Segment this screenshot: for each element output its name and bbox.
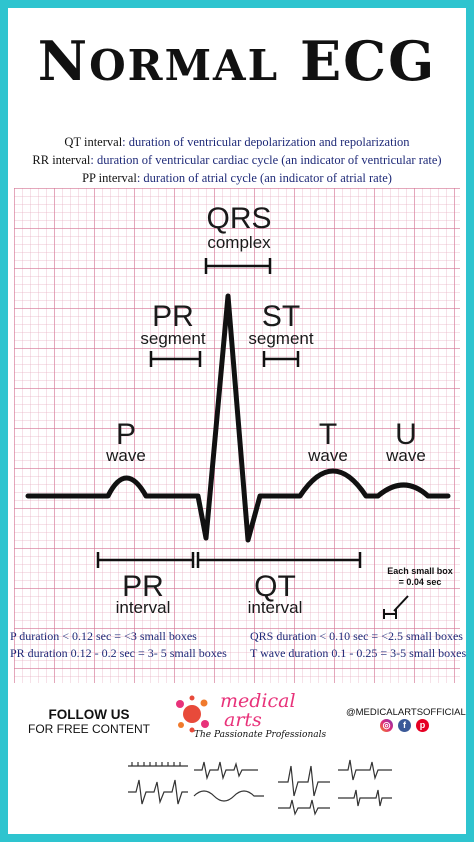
pr-segment-label: PR (152, 300, 194, 333)
brand-splash-icon (176, 695, 209, 733)
qrs-bracket (204, 258, 272, 274)
rhythm-strip-8 (338, 789, 392, 807)
footer: FOLLOW US FOR FREE CONTENT medical arts … (8, 690, 466, 834)
qt-interval-sub-label: interval (247, 598, 303, 617)
duration-p: P duration < 0.12 sec = <3 small boxes (10, 629, 197, 643)
t-wave-sub-label: wave (308, 446, 348, 465)
p-wave-sub-label: wave (106, 446, 146, 465)
ecg-grid-paper (14, 188, 460, 683)
small-box-note: Each small box = 0.04 sec (387, 566, 453, 587)
p-wave-label: P (115, 418, 136, 451)
duration-pr: PR duration 0.12 - 0.2 sec = 3- 5 small … (10, 646, 227, 660)
brand-logo-text: medical arts (220, 690, 296, 731)
definition-qt: QT interval: duration of ventricular dep… (64, 135, 410, 149)
pr-interval-sub-label: interval (115, 598, 171, 617)
social-handle[interactable]: @MEDICALARTSOFFICIAL (346, 707, 466, 718)
rhythm-strip-7 (338, 759, 392, 781)
st-segment-label: ST (261, 300, 301, 333)
st-segment-bracket (262, 351, 300, 367)
ecg-waveform (25, 293, 451, 543)
pinterest-icon[interactable]: p (416, 719, 429, 732)
u-wave-sub-label: wave (386, 446, 426, 465)
pr-interval-label: PR (122, 570, 164, 603)
qt-interval-label: QT (254, 570, 296, 603)
page-title: NORMAL ECG (37, 29, 437, 93)
st-segment-sub-label: segment (248, 329, 314, 348)
follow-us-text: FOLLOW US FOR FREE CONTENT (28, 707, 150, 737)
definition-rr: RR interval: duration of ventricular car… (32, 153, 442, 167)
duration-qrs: QRS duration < 0.10 sec = <2.5 small box… (250, 629, 463, 643)
interval-definitions: QT interval: duration of ventricular dep… (8, 133, 466, 187)
qrs-sub-label: complex (207, 233, 271, 252)
u-wave-label: U (395, 418, 417, 451)
small-box-marker (383, 595, 409, 619)
brand-tagline: The Passionate Professionals (194, 730, 327, 740)
t-wave-label: T (318, 418, 338, 451)
rhythm-strip-doodles (128, 759, 392, 816)
rhythm-strip-2 (128, 779, 188, 805)
ecg-diagram (25, 258, 451, 619)
duration-t: T wave duration 0.1 - 0.25 = 3-5 small b… (250, 646, 467, 660)
definition-pp: PP interval: duration of atrial cycle (a… (82, 171, 392, 185)
rhythm-strip-3 (194, 761, 258, 781)
facebook-icon[interactable]: f (398, 719, 411, 732)
rhythm-strip-1 (128, 762, 188, 767)
rhythm-strip-6 (278, 799, 330, 816)
qrs-label: QRS (206, 202, 272, 235)
pr-segment-sub-label: segment (140, 329, 206, 348)
rhythm-strip-4 (193, 790, 264, 802)
pr-segment-bracket (149, 351, 202, 367)
pr-interval-bracket (96, 552, 195, 568)
instagram-icon[interactable]: ◎ (380, 719, 393, 732)
qt-interval-bracket (196, 552, 362, 568)
rhythm-strip-5 (278, 765, 330, 797)
